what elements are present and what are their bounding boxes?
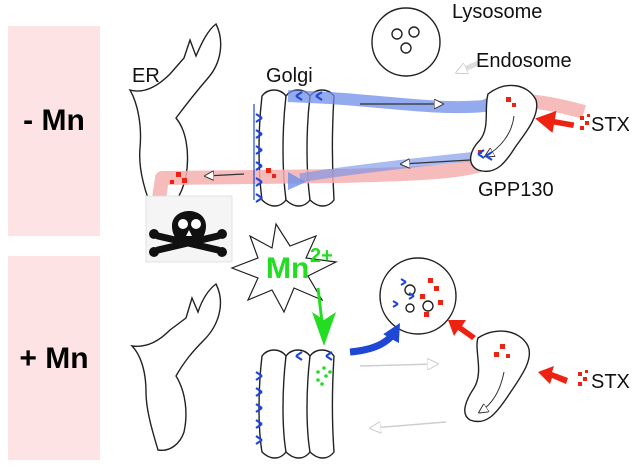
stx-in-lysosome-bottom <box>420 278 443 317</box>
golgi-to-er-arrow <box>206 174 245 176</box>
stx-uptake-arrow-top <box>535 110 575 133</box>
endosome-to-lysosome-arrow <box>458 60 480 72</box>
blue-flow-head-top <box>288 172 306 190</box>
skull-crossbones-icon <box>145 195 233 263</box>
golgi-top <box>258 89 335 207</box>
mn-ion-label: Mn <box>266 252 309 285</box>
lysosome-top <box>371 7 441 77</box>
stx-label-bottom: STX <box>591 371 630 393</box>
golgi-bottom <box>258 349 335 459</box>
gpp130-in-lysosome <box>392 278 415 308</box>
faded-return-arrow-bottom <box>372 422 447 428</box>
blue-flow-upper-top <box>287 90 509 114</box>
minus-mn-label: - Mn <box>23 104 85 137</box>
gpp130-markers-bottom <box>255 351 333 445</box>
faded-forward-arrow-bottom <box>359 364 436 366</box>
er-label: ER <box>132 65 160 87</box>
starburst-icon <box>230 222 339 314</box>
gpp130-label: GPP130 <box>478 179 554 201</box>
panel-plus-mn: + Mn <box>8 256 100 460</box>
mn-charge-label: 2+ <box>310 245 333 267</box>
endosome-label: Endosome <box>476 50 572 72</box>
endosome-bottom-inner-arrow <box>480 371 505 412</box>
stx-particles-bottom <box>578 370 588 386</box>
stx-in-endosome-bottom <box>494 344 510 358</box>
lysosome-label: Lysosome <box>452 1 542 23</box>
golgi-label: Golgi <box>266 65 313 87</box>
mn-entry-arrowhead <box>312 312 336 346</box>
mn-entry-arrow <box>316 287 324 323</box>
lysosome-bottom <box>379 257 457 335</box>
er-bottom <box>130 282 222 451</box>
stx-label-top: STX <box>591 114 630 136</box>
endosome-top <box>470 84 538 173</box>
gpp130-markers-top <box>253 91 493 203</box>
endosome-to-lysosome-arrow-bottom <box>448 320 476 340</box>
blue-flow-lower-top <box>299 151 479 183</box>
panel-minus-mn: - Mn <box>8 26 100 236</box>
endosome-bottom <box>464 330 531 423</box>
stx-particles-top <box>580 114 590 130</box>
plus-mn-label: + Mn <box>19 342 88 375</box>
mn-dots-bottom <box>316 366 332 386</box>
golgi-to-lysosome-arrow <box>349 323 400 356</box>
endosome-to-golgi-arrow <box>402 160 471 164</box>
stx-uptake-arrow-bottom <box>538 366 568 384</box>
